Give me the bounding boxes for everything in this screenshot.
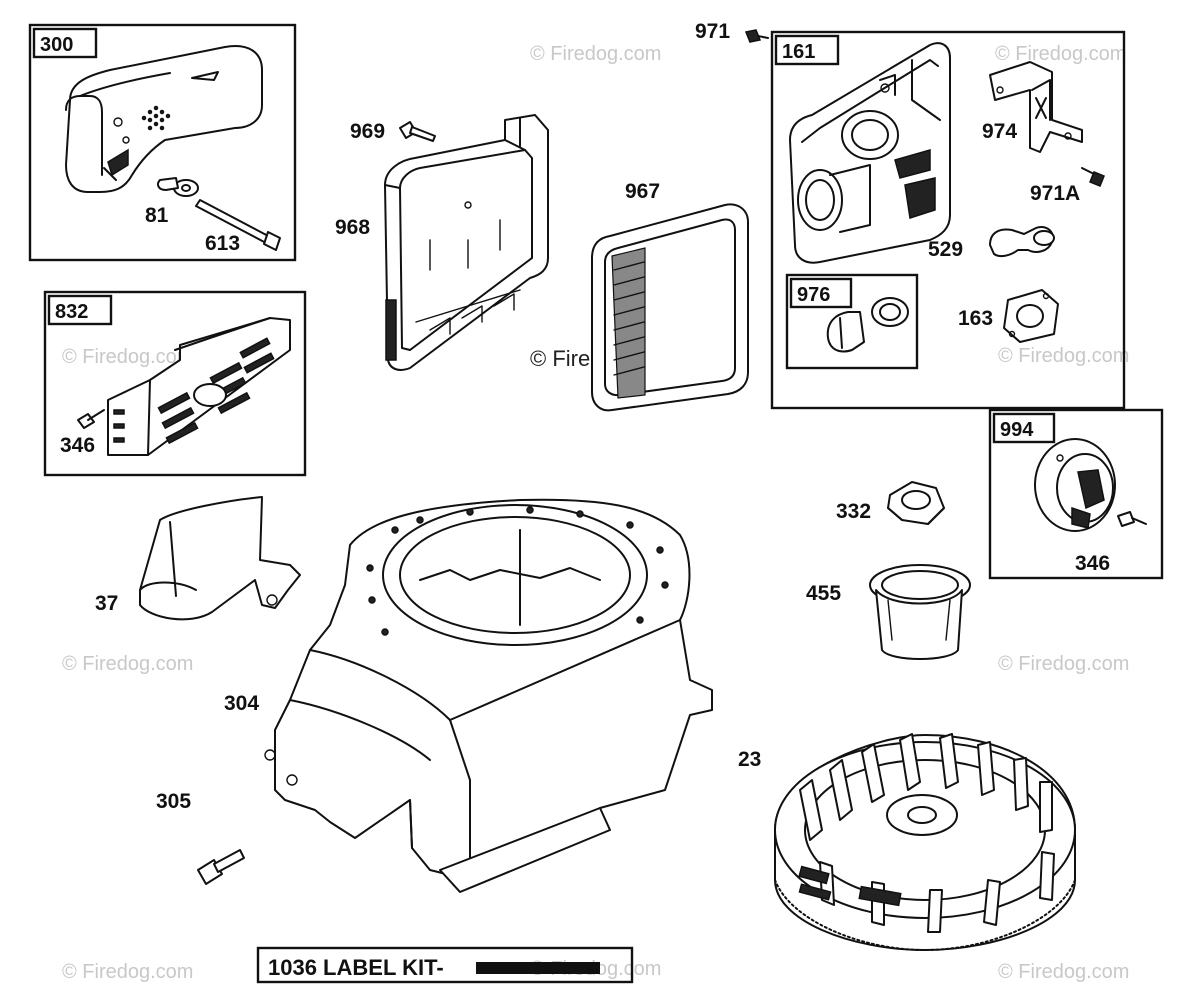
part-label-332: 332 [836, 500, 871, 523]
part-label-304: 304 [224, 692, 259, 715]
kit-976-label: 976 [797, 284, 830, 306]
part-label-81: 81 [145, 204, 169, 227]
kit-300-group: 300 81 613 [28, 23, 297, 262]
part-label-968: 968 [335, 216, 370, 239]
nut-332-group: 332 [836, 481, 945, 525]
part-label-23: 23 [738, 748, 761, 771]
watermark: © Firedog.com [995, 43, 1126, 65]
kit-994-box [988, 408, 1164, 580]
kit-994-group: 994 346 [988, 408, 1164, 580]
kit-161-box [770, 30, 1126, 410]
screw-969-drawing [399, 121, 436, 142]
watermark: © Firedog.com [62, 961, 193, 983]
kit-300-tag [32, 27, 98, 59]
kit-832-label: 832 [55, 301, 88, 323]
kit-161-group: 161 974 971A [770, 30, 1126, 410]
label-kit-box [256, 946, 634, 984]
part-label-346-right: 346 [1075, 552, 1110, 575]
kit-832-tag [47, 294, 113, 326]
part-label-613: 613 [205, 232, 240, 255]
bolt-613-drawing [195, 199, 281, 251]
kit-832-group: 832 346 [43, 290, 307, 477]
part-label-529: 529 [928, 238, 963, 261]
air-cleaner-base-group: 969 968 [335, 114, 549, 371]
screw-971-group: 971 [695, 20, 769, 43]
part-label-163: 163 [958, 307, 993, 330]
watermark: © Firedog.com [62, 653, 193, 675]
label-kit-text: 1036 LABEL KIT- [268, 955, 444, 980]
part-455-group: 455 [806, 564, 971, 660]
watermark: © Firedog.com [998, 345, 1129, 367]
kit-161-tag [774, 34, 840, 66]
kit-994-label: 994 [1000, 419, 1034, 441]
part-994-drawing [1034, 438, 1147, 532]
base-968-drawing [384, 114, 549, 371]
part-label-971: 971 [695, 20, 730, 43]
kit-300-box [28, 23, 297, 262]
watermark: © Firedog.com [998, 961, 1129, 983]
part-label-969: 969 [350, 120, 385, 143]
tube-529-drawing [989, 226, 1055, 258]
part-label-305: 305 [156, 790, 191, 813]
kit-300-label: 300 [40, 34, 73, 56]
label-kit-obscured [476, 962, 600, 974]
watermark: © Firedog.com [62, 346, 193, 368]
kit-161-label: 161 [782, 41, 815, 63]
guard-832-drawing [77, 317, 291, 456]
kit-976-tag [789, 277, 853, 309]
part-label-37: 37 [95, 592, 118, 615]
baffle-37-drawing [139, 496, 301, 621]
muffler-300-drawing [65, 45, 263, 193]
label-kit-1036-group: 1036 LABEL KIT- [256, 946, 634, 984]
gasket-163-drawing [1003, 289, 1059, 343]
kit-832-box [43, 290, 307, 477]
watermark: © Firedog.com [530, 43, 661, 65]
flywheel-23-group: 23 [738, 733, 1076, 951]
washer-81-drawing [157, 177, 199, 197]
primer-bulb-976-drawing [826, 297, 909, 353]
part-label-346-left: 346 [60, 434, 95, 457]
part-label-455: 455 [806, 582, 841, 605]
kit-994-tag [992, 412, 1056, 444]
blower-housing-304-group: 304 [224, 498, 713, 893]
part-label-967: 967 [625, 180, 660, 203]
watermark: © Firedog.com [998, 653, 1129, 675]
kit-976-box [785, 273, 919, 370]
carb-body-drawing [789, 42, 951, 264]
bracket-974-drawing [989, 61, 1083, 153]
screw-971a-drawing [1081, 167, 1105, 187]
part-label-974: 974 [982, 120, 1017, 143]
part-label-971a: 971A [1030, 182, 1080, 205]
baffle-37-group: 37 [95, 496, 301, 621]
screw-305-group: 305 [156, 790, 245, 885]
filter-967-group: 967 [591, 180, 749, 412]
